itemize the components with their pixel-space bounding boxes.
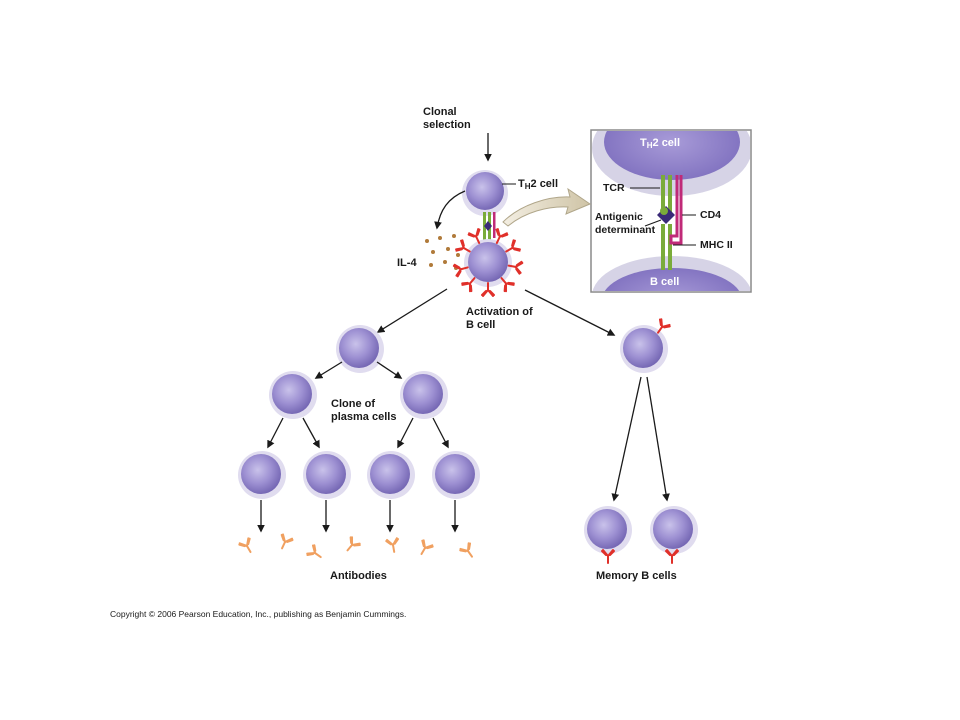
th2-b-interaction bbox=[483, 212, 496, 244]
inset-mhc2-label: MHC II bbox=[700, 239, 733, 251]
clone-plasma-label: Clone of plasma cells bbox=[331, 398, 397, 423]
b-cell-receptor bbox=[495, 228, 509, 244]
antibody bbox=[238, 537, 252, 554]
b-cell-receptor bbox=[481, 282, 495, 297]
antibodies-label: Antibodies bbox=[330, 570, 387, 582]
memory-b-cells-label: Memory B cells bbox=[596, 570, 677, 582]
mhc2-molecule bbox=[661, 224, 672, 270]
inset-tcr-label: TCR bbox=[603, 182, 625, 194]
memory-b-cells bbox=[584, 318, 698, 564]
antibody bbox=[346, 536, 361, 552]
plasma-cell-gen3 bbox=[303, 451, 351, 499]
inset-th2-cell bbox=[604, 131, 740, 180]
b-cell-receptor bbox=[505, 239, 521, 253]
zoom-inset-arrow bbox=[502, 187, 592, 227]
plasma-cell-gen3 bbox=[367, 451, 415, 499]
tcr-receptor bbox=[661, 175, 672, 215]
antibody bbox=[306, 544, 322, 559]
clonal-selection-label: Clonal selection bbox=[423, 106, 471, 131]
division-arrow bbox=[376, 361, 403, 379]
memory-cell-receptor bbox=[665, 549, 679, 564]
b-cell-receptor bbox=[500, 277, 515, 293]
th2-cell-label: TH2 cell bbox=[518, 178, 559, 191]
memory-cell-receptor bbox=[601, 549, 615, 564]
arrow-to-memory-lineage bbox=[524, 289, 616, 336]
activated-b-cell bbox=[464, 239, 512, 287]
inset-cd4-label: CD4 bbox=[700, 209, 722, 221]
il4-release-arrow bbox=[434, 190, 466, 230]
arrow-to-memory-cell-2 bbox=[646, 376, 670, 502]
th2-cell bbox=[462, 170, 508, 216]
antibody bbox=[420, 539, 434, 556]
plasma-cell-gen3 bbox=[238, 451, 286, 499]
antigenic-leader-line bbox=[644, 219, 662, 227]
il4-label: IL-4 bbox=[397, 257, 417, 269]
secreted-antibodies bbox=[238, 533, 474, 559]
antibody bbox=[280, 533, 294, 550]
b-cell-receptor bbox=[455, 239, 471, 253]
division-arrow bbox=[302, 417, 320, 449]
plasma-cell-gen2-right bbox=[400, 371, 448, 419]
activation-label: Activation of B cell bbox=[466, 306, 533, 331]
antigenic-determinant bbox=[657, 206, 675, 224]
division-arrow bbox=[397, 417, 414, 449]
il4-cytokine-dots bbox=[425, 234, 460, 270]
b-cell-receptors bbox=[452, 228, 524, 297]
copyright-notice: Copyright © 2006 Pearson Education, Inc.… bbox=[110, 609, 407, 619]
plasma-cell-gen3 bbox=[432, 451, 480, 499]
plasma-division-arrows bbox=[257, 361, 459, 533]
memory-b-cell-1 bbox=[584, 506, 632, 554]
inset-panel bbox=[590, 129, 752, 293]
arrow-to-memory-cell-1 bbox=[611, 376, 642, 502]
b-cell-receptor bbox=[467, 228, 481, 244]
inset-b-cell bbox=[604, 268, 740, 291]
antibody bbox=[459, 542, 474, 558]
memory-b-cell-2 bbox=[650, 506, 698, 554]
antibody bbox=[385, 537, 400, 553]
cd4-molecule bbox=[669, 175, 683, 245]
inset-antigenic-label: Antigenic determinant bbox=[595, 211, 656, 236]
memory-precursor-cell bbox=[620, 325, 668, 373]
plasma-cell-tree bbox=[238, 325, 480, 499]
arrow-to-plasma-lineage bbox=[376, 288, 448, 333]
division-arrow bbox=[432, 417, 449, 449]
plasma-cell-gen1 bbox=[336, 325, 384, 373]
memory-precursor-receptor bbox=[656, 318, 671, 334]
division-arrow bbox=[314, 361, 343, 379]
inset-th2-cell-label: TH2 cell bbox=[640, 137, 681, 150]
b-cell-receptor bbox=[461, 277, 476, 293]
b-cell-receptor bbox=[507, 260, 524, 275]
inset-b-cell-label: B cell bbox=[650, 276, 680, 288]
division-arrow bbox=[267, 417, 284, 449]
b-cell-receptor bbox=[452, 263, 469, 278]
plasma-cell-gen2-left bbox=[269, 371, 317, 419]
